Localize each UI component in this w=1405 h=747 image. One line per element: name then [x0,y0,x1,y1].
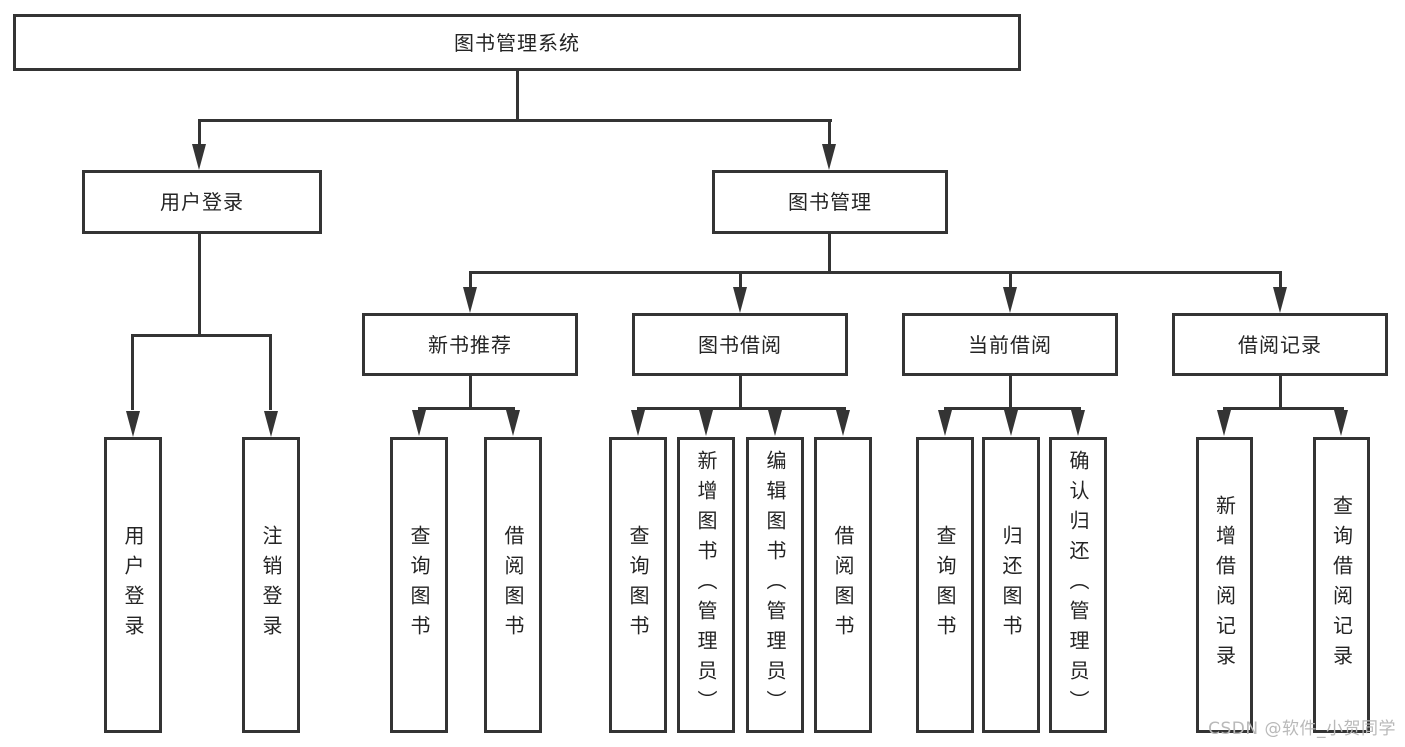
node-book-borrow: 图书借阅 [632,313,848,376]
node-current-borrow-label: 当前借阅 [968,332,1052,357]
connector-borrow-records-rail [1223,407,1344,410]
connector-book-borrow-rail [637,407,846,410]
leaf-query-borrow-record-label: 查询借阅记录 [1329,495,1354,675]
connector-user-login-stem [198,234,201,334]
arrowhead-current-borrow-child-1 [938,410,952,436]
leaf-borrow-books-label: 借阅图书 [831,525,855,645]
node-book-borrow-label: 图书借阅 [698,332,782,357]
arrowhead-borrow-records [1273,287,1287,313]
leaf-current-query-books-label: 查询图书 [933,525,957,645]
connector-current-borrow-rail [944,407,1081,410]
arrowhead-book-mgmt [822,144,836,170]
leaf-add-books-admin-label: 新增图书（管理员） [694,450,718,720]
leaf-user-login-label: 用户登录 [121,525,145,645]
arrowhead-borrow-records-child-2 [1334,410,1348,436]
node-new-book-rec-label: 新书推荐 [428,332,512,357]
arrowhead-user-login-child-2 [264,411,278,437]
node-root: 图书管理系统 [13,14,1021,71]
leaf-return-books-label: 归还图书 [999,525,1023,645]
connector-borrow-records-stem [1279,376,1282,407]
connector-user-login-drop-1 [131,337,134,410]
arrowhead-new-book-rec-child-1 [412,410,426,436]
node-current-borrow: 当前借阅 [902,313,1118,376]
leaf-borrow-query-books-label: 查询图书 [626,525,650,645]
node-borrow-records-label: 借阅记录 [1238,332,1322,357]
leaf-rec-borrow-books-label: 借阅图书 [501,525,525,645]
arrowhead-user-login-child-1 [126,411,140,437]
arrowhead-new-book-rec [463,287,477,313]
connector-book-mgmt-drop-2 [739,274,742,289]
connector-current-borrow-stem [1009,376,1012,407]
arrowhead-user-login [192,144,206,170]
leaf-edit-books-admin-label: 编辑图书（管理员） [763,450,787,720]
arrowhead-new-book-rec-child-2 [506,410,520,436]
leaf-logout: 注销登录 [242,437,300,733]
arrowhead-book-borrow-child-1 [631,410,645,436]
leaf-logout-label: 注销登录 [259,525,283,645]
leaf-borrow-query-books: 查询图书 [609,437,667,733]
leaf-confirm-return-admin: 确认归还（管理员） [1049,437,1107,733]
leaf-user-login: 用户登录 [104,437,162,733]
node-new-book-rec: 新书推荐 [362,313,578,376]
node-book-mgmt-label: 图书管理 [788,190,872,214]
leaf-return-books: 归还图书 [982,437,1040,733]
connector-book-mgmt-drop-3 [1009,274,1012,289]
arrowhead-current-borrow-child-2 [1004,410,1018,436]
leaf-rec-query-books-label: 查询图书 [407,525,431,645]
watermark: CSDN @软件_小贺同学 [1208,719,1396,739]
connector-user-login-rail [131,334,272,337]
leaf-rec-borrow-books: 借阅图书 [484,437,542,733]
node-user-login-label: 用户登录 [160,190,244,214]
arrowhead-book-borrow [733,287,747,313]
leaf-current-query-books: 查询图书 [916,437,974,733]
arrowhead-borrow-records-child-1 [1217,410,1231,436]
connector-root-rail [198,119,832,122]
leaf-add-books-admin: 新增图书（管理员） [677,437,735,733]
connector-book-mgmt-stem [828,234,831,271]
arrowhead-book-borrow-child-4 [836,410,850,436]
arrowhead-book-borrow-child-3 [768,410,782,436]
leaf-add-borrow-record-label: 新增借阅记录 [1212,495,1237,675]
connector-root-right-drop [828,122,831,146]
node-borrow-records: 借阅记录 [1172,313,1388,376]
leaf-query-borrow-record: 查询借阅记录 [1313,437,1370,733]
connector-book-mgmt-drop-1 [469,274,472,289]
connector-book-mgmt-rail [469,271,1282,274]
leaf-rec-query-books: 查询图书 [390,437,448,733]
connector-root-left-drop [198,122,201,146]
connector-new-book-rec-rail [418,407,515,410]
leaf-add-borrow-record: 新增借阅记录 [1196,437,1253,733]
arrowhead-current-borrow [1003,287,1017,313]
node-user-login: 用户登录 [82,170,322,234]
leaf-edit-books-admin: 编辑图书（管理员） [746,437,804,733]
connector-book-borrow-stem [739,376,742,407]
arrowhead-current-borrow-child-3 [1071,410,1085,436]
connector-user-login-drop-2 [269,337,272,410]
node-book-mgmt: 图书管理 [712,170,948,234]
node-root-label: 图书管理系统 [454,30,580,55]
connector-root-stem [516,71,519,119]
leaf-borrow-books: 借阅图书 [814,437,872,733]
arrowhead-book-borrow-child-2 [699,410,713,436]
connector-new-book-rec-stem [469,376,472,407]
leaf-confirm-return-admin-label: 确认归还（管理员） [1066,450,1090,720]
connector-book-mgmt-drop-4 [1279,274,1282,289]
